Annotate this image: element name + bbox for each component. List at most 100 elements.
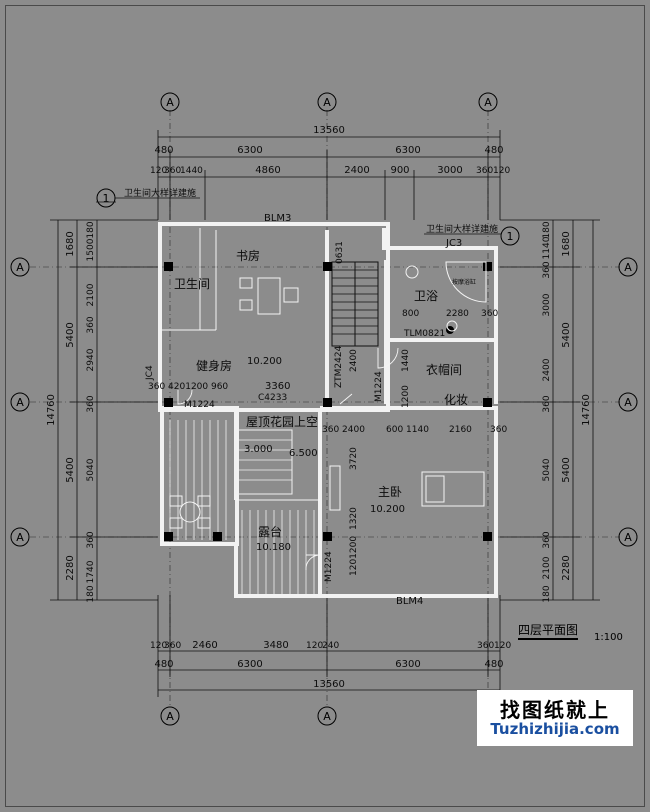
label-dim-800: 800 bbox=[402, 309, 419, 319]
svg-text:A: A bbox=[16, 261, 24, 274]
roof-garden-hatch bbox=[235, 429, 293, 495]
label-dim-600-1140: 600 1140 bbox=[386, 425, 429, 435]
svg-text:A: A bbox=[16, 396, 24, 409]
walls bbox=[158, 222, 498, 598]
left-inner-3: 2100 bbox=[86, 283, 96, 306]
left-inner-2: 1500 bbox=[86, 238, 96, 261]
left-outer-4: 2280 bbox=[65, 555, 76, 580]
label-jc3: JC3 bbox=[445, 238, 462, 249]
left-inner-6: 360 bbox=[86, 395, 96, 412]
label-dim-3720: 3720 bbox=[349, 447, 359, 470]
label-dim-2280: 2280 bbox=[446, 309, 469, 319]
right-outer-1: 1680 bbox=[561, 231, 572, 256]
room-makeup: 化妆 bbox=[444, 393, 468, 407]
left-outer-1: 1680 bbox=[65, 231, 76, 256]
left-outer-3: 5400 bbox=[65, 457, 76, 482]
top-row2-2: 360 bbox=[164, 166, 181, 176]
svg-text:A: A bbox=[624, 531, 632, 544]
room-gym-elev: 10.200 bbox=[247, 356, 282, 367]
svg-text:卫生间大样详建施: 卫生间大样详建施 bbox=[426, 223, 498, 235]
label-dim-2160: 2160 bbox=[449, 425, 472, 435]
label-jc4: JC4 bbox=[145, 365, 155, 381]
furniture bbox=[169, 261, 487, 529]
label-m1224-c: M1224 bbox=[324, 551, 334, 582]
label-dim-360b: 360 bbox=[481, 309, 498, 319]
room-roof-garden: 屋顶花园上空 bbox=[246, 414, 318, 429]
svg-text:1: 1 bbox=[507, 230, 514, 243]
svg-text:A: A bbox=[624, 396, 632, 409]
top-dim-3: 6300 bbox=[395, 145, 420, 156]
svg-text:A: A bbox=[323, 710, 331, 723]
right-inner-7: 5040 bbox=[542, 458, 552, 481]
left-total-dim: 14760 bbox=[46, 394, 57, 426]
top-dim-1: 480 bbox=[154, 145, 173, 156]
label-dim-3360: 3360 bbox=[265, 381, 290, 392]
svg-text:A: A bbox=[624, 261, 632, 274]
label-dim-1201: 1201200 bbox=[349, 536, 359, 576]
top-dimensions bbox=[157, 130, 501, 220]
label-blm3: BLM3 bbox=[264, 213, 291, 224]
top-row2-7: 3000 bbox=[437, 165, 462, 176]
label-dim-1440: 1440 bbox=[401, 349, 411, 372]
svg-text:1: 1 bbox=[103, 192, 110, 205]
label-dim-360-420: 360 4201200 960 bbox=[148, 382, 228, 392]
bot-row2-8: 120 bbox=[494, 641, 511, 651]
left-inner-1: 180 bbox=[86, 221, 96, 238]
label-c4233: C4233 bbox=[258, 393, 287, 403]
right-inner-6: 360 bbox=[542, 395, 552, 412]
right-total-dim: 14760 bbox=[581, 394, 592, 426]
sheet-scale: 1:100 bbox=[594, 632, 623, 643]
room-master-elev: 10.200 bbox=[370, 504, 405, 515]
left-inner-8: 360 bbox=[86, 531, 96, 548]
right-outer-4: 2280 bbox=[561, 555, 572, 580]
bot-dim-2: 6300 bbox=[237, 659, 262, 670]
left-inner-9: 1740 bbox=[86, 560, 96, 583]
door-swings bbox=[177, 347, 399, 571]
left-dimensions bbox=[50, 219, 158, 601]
left-inner-7: 5040 bbox=[86, 458, 96, 481]
bot-row2-2: 360 bbox=[164, 641, 181, 651]
top-dim-4: 480 bbox=[484, 145, 503, 156]
elev-3000: 3.000 bbox=[244, 444, 273, 455]
top-row2-8: 360 bbox=[476, 166, 493, 176]
right-inner-10: 180 bbox=[542, 585, 552, 602]
top-row2-4: 4860 bbox=[255, 165, 280, 176]
left-inner-4: 360 bbox=[86, 316, 96, 333]
structural-columns bbox=[164, 262, 492, 541]
drawing-frame bbox=[5, 5, 645, 807]
callout-left: 1 卫生间大样详建施 bbox=[96, 187, 200, 208]
room-gym: 健身房 bbox=[196, 358, 232, 373]
bot-row2-4: 3480 bbox=[263, 640, 288, 651]
watermark-title: 找图纸就上 bbox=[500, 698, 610, 722]
room-wc-left: 卫生间 bbox=[174, 277, 210, 291]
label-dim-1320: 1320 bbox=[349, 507, 359, 530]
label-m1224-b: M1224 bbox=[374, 371, 384, 402]
label-dim-2400v: 2400 bbox=[349, 349, 359, 372]
right-inner-1: 180 bbox=[542, 221, 552, 238]
right-dimensions bbox=[500, 219, 600, 601]
top-row2-5: 2400 bbox=[344, 165, 369, 176]
sheet-title: 四层平面图 bbox=[518, 621, 579, 640]
left-inner-5: 2940 bbox=[86, 348, 96, 371]
label-ztm2424: ZTM2424 bbox=[334, 345, 344, 388]
right-inner-9: 2100 bbox=[542, 556, 552, 579]
bot-row2-5: 120 bbox=[306, 641, 323, 651]
bot-total-dim: 13560 bbox=[313, 679, 345, 690]
bot-row2-3: 2460 bbox=[192, 640, 217, 651]
bot-dim-1: 480 bbox=[154, 659, 173, 670]
top-row2-1: 120 bbox=[150, 166, 167, 176]
left-inner-10: 180 bbox=[86, 585, 96, 602]
top-row2-3: 1440 bbox=[180, 166, 203, 176]
label-dim-360-2400: 360 2400 bbox=[322, 425, 365, 435]
bot-row2-6: 240 bbox=[322, 641, 339, 651]
room-balcony-elev: 10.180 bbox=[256, 542, 291, 553]
svg-text:A: A bbox=[484, 96, 492, 109]
svg-text:卫生间大样详建施: 卫生间大样详建施 bbox=[124, 187, 196, 199]
svg-text:A: A bbox=[323, 96, 331, 109]
right-inner-2: 1140 bbox=[542, 236, 552, 259]
right-inner-5: 2400 bbox=[542, 358, 552, 381]
label-dim-360: 360 bbox=[490, 425, 507, 435]
elev-6500: 6.500 bbox=[289, 448, 318, 459]
right-outer-3: 5400 bbox=[561, 457, 572, 482]
